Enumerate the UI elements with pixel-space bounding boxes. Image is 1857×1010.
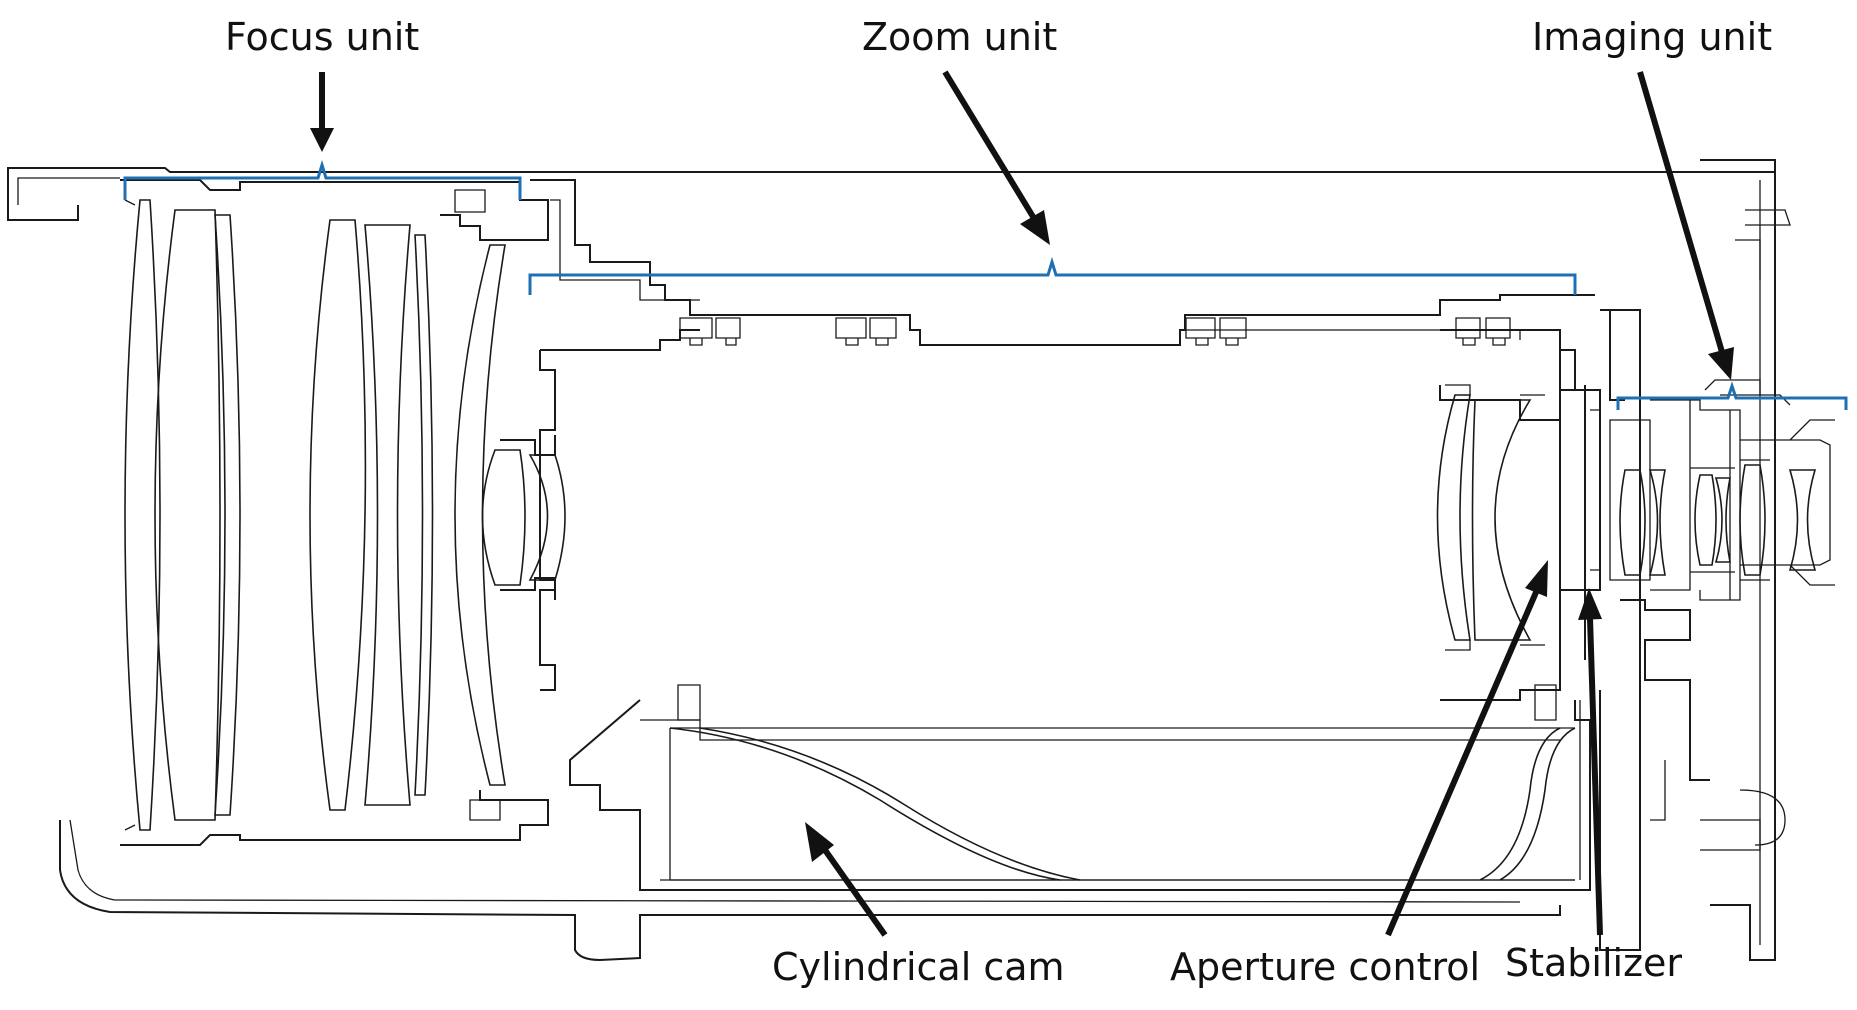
arrow-zoom-unit xyxy=(942,70,1050,245)
cam-groove-2 xyxy=(699,727,1081,881)
barrel-outer-top xyxy=(7,167,1776,961)
cam-groove-3 xyxy=(1479,727,1561,881)
zoom-tube-upper xyxy=(530,179,1595,346)
focus-housing-bottom xyxy=(120,790,549,846)
focus-lens-7 xyxy=(454,244,506,786)
arrow-focus-unit xyxy=(310,72,334,152)
lens-barrel xyxy=(7,159,1835,962)
focus-housing-details xyxy=(124,189,501,831)
cam-body xyxy=(669,727,1575,881)
focus-lens-6 xyxy=(414,234,434,796)
imaging-lens-1 xyxy=(1694,474,1717,566)
cam-fasteners xyxy=(677,684,1557,721)
focus-unit-label: Focus unit xyxy=(225,15,419,59)
stabilizer-label: Stabilizer xyxy=(1505,941,1682,985)
barrel-front-lip xyxy=(7,205,79,221)
zoom-carriage-left xyxy=(539,329,700,691)
zoom-lens-a xyxy=(1436,394,1471,641)
zoom-unit-label: Zoom unit xyxy=(862,15,1057,59)
focus-lens-8 xyxy=(481,449,526,586)
focus-unit-brace xyxy=(123,159,522,200)
cylindrical-cam-label: Cylindrical cam xyxy=(772,945,1065,989)
imaging-mount xyxy=(1690,394,1835,601)
cam-groove-4 xyxy=(1499,727,1576,881)
barrel-rear-flange xyxy=(1700,159,1776,961)
barrel-outer-top-inner xyxy=(17,177,1761,945)
imaging-unit-label: Imaging unit xyxy=(1532,15,1772,59)
imaging-lens-3 xyxy=(1739,464,1766,576)
imaging-lens-mounts xyxy=(1690,459,1770,581)
focus-lens-4 xyxy=(309,219,367,811)
arrow-imaging-unit xyxy=(1637,71,1734,380)
focus-lens-elements xyxy=(124,199,566,831)
arrow-aperture-control xyxy=(1385,560,1548,937)
focus-lens-3 xyxy=(214,214,241,816)
cylindrical-cam xyxy=(669,727,1576,881)
barrel-rear-detail xyxy=(1735,209,1791,846)
arrow-cylindrical-cam xyxy=(805,822,888,937)
barrel-bottom-inner xyxy=(69,819,1521,903)
stabilizer-block xyxy=(1590,399,1691,591)
stabilizer-lens-2 xyxy=(1648,469,1666,576)
imaging-details xyxy=(1650,379,1761,851)
aperture-control-label: Aperture control xyxy=(1170,945,1480,989)
imaging-lens-2 xyxy=(1714,477,1731,563)
zoom-tube-lower-inner xyxy=(640,700,1581,881)
imaging-lens-4 xyxy=(1788,469,1817,571)
stabilizer-lens-1 xyxy=(1619,469,1646,576)
zoom-tube-lower xyxy=(569,699,1591,891)
imaging-housing xyxy=(1609,309,1710,781)
zoom-rear-lens-group xyxy=(1436,384,1545,651)
zoom-lens-mount xyxy=(1445,384,1545,651)
zoom-rail-fasteners xyxy=(679,317,1511,346)
barrel-bottom-front xyxy=(59,820,1561,962)
zoom-lens-b xyxy=(1471,399,1532,641)
focus-lens-9 xyxy=(528,454,566,581)
imaging-unit-brace xyxy=(1616,381,1848,410)
cam-groove-1 xyxy=(669,727,1061,881)
imaging-lens-elements xyxy=(1619,459,1817,581)
arrow-stabilizer xyxy=(1578,588,1603,936)
focus-housing-top xyxy=(120,179,549,241)
zoom-unit-brace xyxy=(528,256,1577,295)
focus-lens-5 xyxy=(364,224,411,806)
focus-lens-2 xyxy=(154,209,221,821)
